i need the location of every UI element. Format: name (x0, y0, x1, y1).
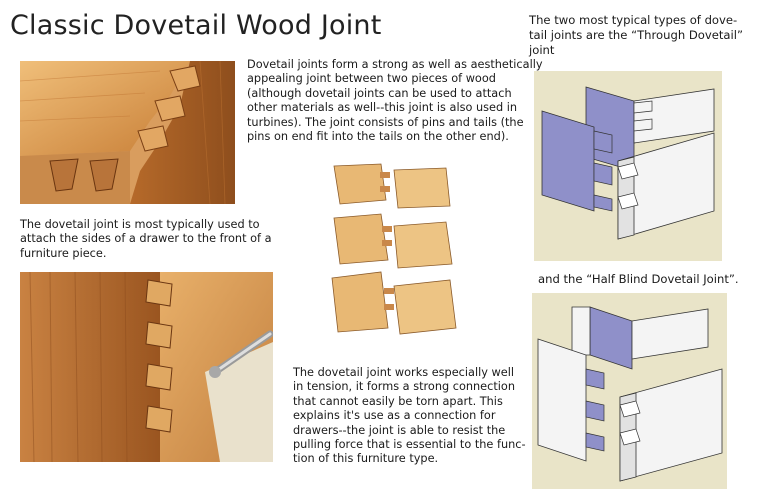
intro-line: (although dovetail joints can be used to… (247, 86, 512, 100)
tension-line: explains it's use as a connection for (293, 409, 496, 423)
intro-line: pins on end fit into the tails on the ot… (247, 130, 509, 144)
drawer-line: The dovetail joint is most typically use… (20, 218, 260, 231)
tension-line: pulling force that is essential to the f… (293, 438, 526, 452)
tension-line: drawers--the joint is able to resist the (293, 423, 506, 437)
wood-joint-photo (20, 61, 235, 204)
joint-types-illustration (326, 160, 460, 352)
tension-line: The dovetail joint works especially well (293, 366, 514, 379)
tension-line: that cannot easily be torn apart. This (293, 394, 503, 408)
intro-line: Dovetail joints form a strong as well as… (247, 58, 543, 71)
tension-line: tion of this furniture type. (293, 452, 439, 466)
drawer-photo (20, 272, 273, 462)
drawer-paragraph: The dovetail joint is most typically use… (20, 218, 272, 261)
types-line: joint (529, 43, 555, 57)
drawer-line: attach the sides of a drawer to the fron… (20, 232, 272, 246)
intro-line: appealing joint between two pieces of wo… (247, 72, 496, 86)
types-paragraph: The two most typical types of dove- tail… (529, 13, 743, 58)
tension-line: in tension, it forms a strong connection (293, 380, 515, 394)
types-line: The two most typical types of dove- (529, 13, 738, 27)
tension-paragraph: The dovetail joint works especially well… (293, 366, 526, 467)
intro-line: turbines). The joint consists of pins an… (247, 115, 524, 129)
intro-paragraph: Dovetail joints form a strong as well as… (247, 58, 543, 144)
drawer-line: furniture piece. (20, 246, 107, 260)
page-title: Classic Dovetail Wood Joint (10, 10, 382, 41)
half-blind-dovetail-model (532, 293, 727, 489)
types-line: tail joints are the “Through Dovetail” (529, 28, 743, 42)
intro-line: other materials as well--this joint is a… (247, 101, 518, 115)
through-dovetail-model (534, 71, 722, 261)
half-blind-caption: and the “Half Blind Dovetail Joint”. (538, 272, 739, 286)
